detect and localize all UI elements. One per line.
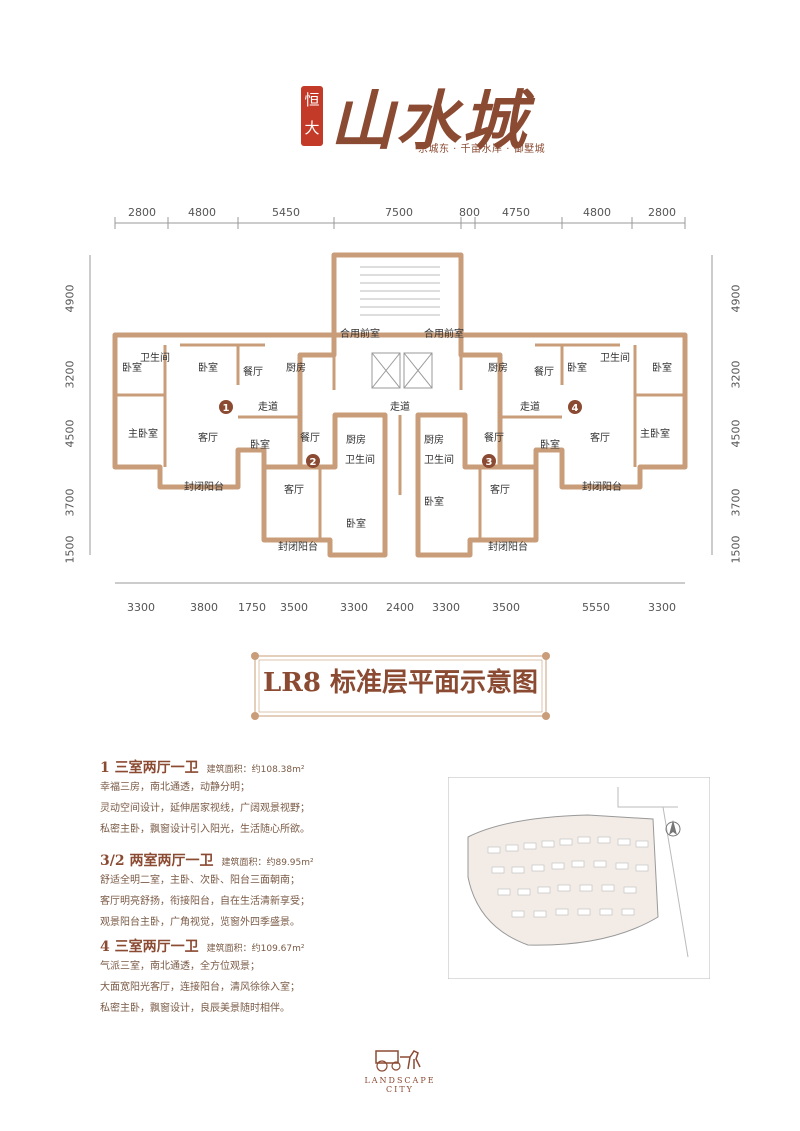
room-balcony: 封闭阳台 [582, 480, 622, 493]
room-living: 客厅 [590, 431, 610, 444]
unit-marker-3: 3 [482, 454, 496, 468]
room-bathroom: 卫生间 [600, 351, 630, 364]
dim-bottom: 3500 [280, 601, 308, 614]
carriage-logo-icon [375, 1050, 421, 1072]
unit-line: 灵动空间设计，延伸居家视线，广阔观景视野； [100, 803, 310, 814]
unit-4-description: 4 三室两厅一卫建筑面积：约109.67m² 气派三室，南北通透，全方位观景； … [100, 936, 440, 1019]
dim-bottom: 3800 [190, 601, 218, 614]
dim-bottom: 3300 [340, 601, 368, 614]
dim-right: 3700 [729, 488, 743, 517]
dim-right: 4500 [729, 419, 743, 448]
unit-line: 私密主卧，飘窗设计引入阳光，生活随心所欲。 [100, 824, 310, 835]
floor-plan: 卧室 卫生间 卧室 餐厅 厨房 主卧室 客厅 卧室 餐厅 走道 走道 走道 封闭… [89, 217, 713, 584]
unit-2-description: 3/2 两室两厅一卫建筑面积：约89.95m² 舒适全明二室，主卧、次卧、阳台三… [100, 850, 440, 933]
room-dining: 餐厅 [484, 431, 504, 444]
room-corridor: 走道 [258, 400, 278, 413]
room-dining: 餐厅 [534, 365, 554, 378]
room-master-bedroom: 主卧室 [128, 427, 158, 440]
unit-marker-1: 1 [219, 400, 233, 414]
dim-left: 4900 [63, 284, 77, 313]
brand-seal: 恒大 [301, 86, 323, 146]
site-map [448, 777, 710, 979]
unit-line: 观景阳台主卧，广角视觉，览窗外四季盛景。 [100, 917, 300, 928]
dim-bottom: 3300 [432, 601, 460, 614]
dim-bottom: 3300 [127, 601, 155, 614]
svg-text:1: 1 [223, 403, 230, 414]
dim-top: 4800 [583, 206, 611, 219]
room-kitchen: 厨房 [488, 361, 508, 374]
room-kitchen: 厨房 [346, 433, 366, 446]
dim-top: 4800 [188, 206, 216, 219]
room-balcony: 封闭阳台 [278, 540, 318, 553]
room-bedroom: 卧室 [540, 438, 560, 451]
room-front-room: 合用前室 [424, 327, 464, 340]
room-bedroom: 卧室 [652, 361, 672, 374]
unit-marker-2: 2 [306, 454, 320, 468]
title-frame [251, 652, 550, 720]
svg-text:4: 4 [572, 403, 579, 414]
room-corridor: 走道 [520, 400, 540, 413]
room-corridor: 走道 [390, 400, 410, 413]
unit-line: 大面宽阳光客厅，连接阳台，清风徐徐入室； [100, 982, 300, 993]
dim-bottom: 3500 [492, 601, 520, 614]
unit-line: 幸福三房，南北通透，动静分明； [100, 782, 250, 793]
unit-line: 私密主卧，飘窗设计，良辰美景随时相伴。 [100, 1003, 290, 1014]
unit-heading: 1 三室两厅一卫建筑面积：约108.38m² [100, 760, 305, 776]
room-bedroom: 卧室 [346, 517, 366, 530]
dim-top: 800 [459, 206, 480, 219]
room-front-room: 合用前室 [340, 327, 380, 340]
footer-brand: LANDSCAPE CITY [364, 1076, 436, 1094]
dim-bottom: 3300 [648, 601, 676, 614]
brand-logo: 山水城 [330, 84, 528, 159]
room-living: 客厅 [284, 483, 304, 496]
dim-bottom: 2400 [386, 601, 414, 614]
room-kitchen: 厨房 [286, 361, 306, 374]
room-living: 客厅 [198, 431, 218, 444]
dim-bottom: 1750 [238, 601, 266, 614]
dim-right: 1500 [729, 535, 743, 564]
unit-heading: 3/2 两室两厅一卫建筑面积：约89.95m² [100, 853, 314, 869]
dim-top: 2800 [128, 206, 156, 219]
room-bedroom: 卧室 [198, 361, 218, 374]
unit-1-description: 1 三室两厅一卫建筑面积：约108.38m² 幸福三房，南北通透，动静分明； 灵… [100, 757, 440, 840]
dim-left: 3200 [63, 360, 77, 389]
room-bedroom: 卧室 [122, 361, 142, 374]
room-balcony: 封闭阳台 [488, 540, 528, 553]
dim-top: 4750 [502, 206, 530, 219]
dim-top: 7500 [385, 206, 413, 219]
room-bedroom: 卧室 [567, 361, 587, 374]
room-kitchen: 厨房 [424, 433, 444, 446]
svg-text:2: 2 [310, 457, 317, 468]
unit-line: 舒适全明二室，主卧、次卧、阳台三面朝南； [100, 875, 300, 886]
dim-right: 3200 [729, 360, 743, 389]
unit-line: 气派三室，南北通透，全方位观景； [100, 961, 260, 972]
room-bathroom: 卫生间 [424, 453, 454, 466]
unit-line: 客厅明亮舒扬，衔接阳台，自在生活清新享受； [100, 896, 310, 907]
dim-left: 3700 [63, 488, 77, 517]
north-arrow-icon [665, 820, 681, 837]
brand-tagline: 京城东 · 千亩水岸 · 御墅城 [418, 144, 546, 155]
dim-right: 4900 [729, 284, 743, 313]
room-bathroom: 卫生间 [345, 453, 375, 466]
unit-marker-4: 4 [568, 400, 582, 414]
room-balcony: 封闭阳台 [184, 480, 224, 493]
plan-title: LR8 标准层平面示意图 [262, 668, 539, 698]
room-master-bedroom: 主卧室 [640, 427, 670, 440]
room-bathroom: 卫生间 [140, 351, 170, 364]
dim-top: 2800 [648, 206, 676, 219]
room-dining: 餐厅 [243, 365, 263, 378]
unit-heading: 4 三室两厅一卫建筑面积：约109.67m² [100, 939, 305, 955]
room-bedroom: 卧室 [250, 438, 270, 451]
dim-top: 5450 [272, 206, 300, 219]
dim-left: 4500 [63, 419, 77, 448]
dim-bottom: 5550 [582, 601, 610, 614]
room-bedroom: 卧室 [424, 495, 444, 508]
svg-text:3: 3 [486, 457, 493, 468]
dim-left: 1500 [63, 535, 77, 564]
room-living: 客厅 [490, 483, 510, 496]
room-dining: 餐厅 [300, 431, 320, 444]
